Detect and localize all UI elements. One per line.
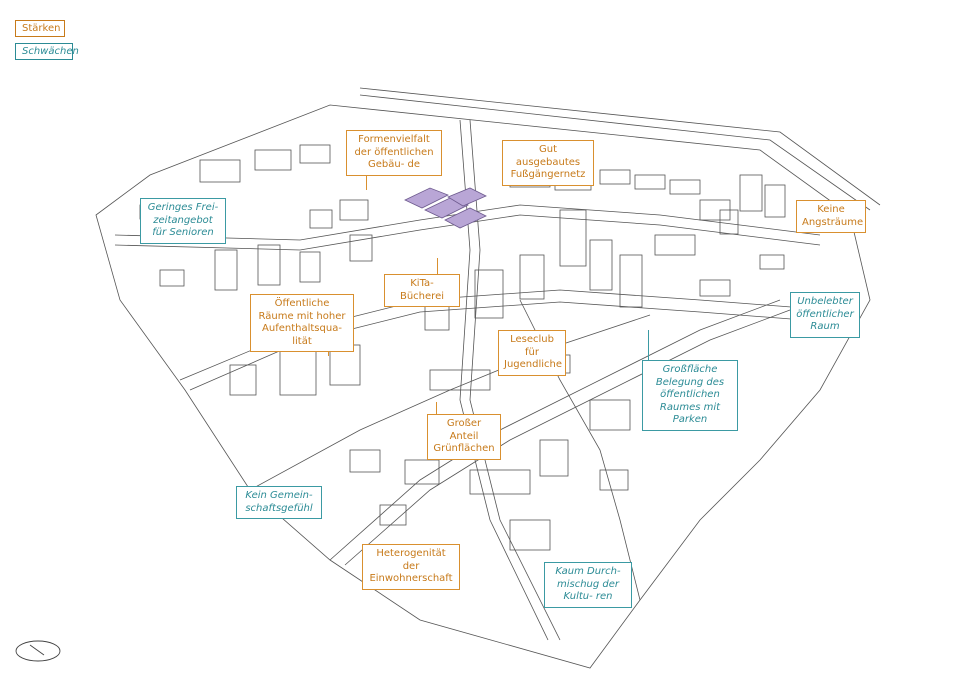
legend-weaknesses: Schwächen (15, 43, 79, 60)
label-strength-public-spaces: Öffentliche Räume mit hoher Aufenthaltsq… (250, 294, 354, 352)
leader-line (648, 330, 650, 360)
label-strength-kita-library: KiTa-Bücherei (384, 274, 460, 307)
north-arrow-icon (15, 640, 61, 662)
label-strength-reading-club: Leseclub für Jugendliche (498, 330, 566, 376)
label-strength-heterogeneity: Heterogenität der Einwohnerschaft (362, 544, 460, 590)
label-strength-green-spaces: Großer Anteil Grünflächen (427, 414, 501, 460)
highlighted-public-buildings (404, 187, 487, 229)
label-strength-no-fear-spaces: Keine Angsträume (796, 200, 866, 233)
label-strength-building-variety: Formenvielfalt der öffentlichen Gebäu- d… (346, 130, 442, 176)
legend-strengths: Stärken (15, 20, 65, 37)
label-weakness-parking: Großfläche Belegung des öffentlichen Rau… (642, 360, 738, 431)
label-weakness-lifeless-public-space: Unbelebter öffentlicher Raum (790, 292, 860, 338)
label-weakness-cultural-mixing: Kaum Durch- mischug der Kultu- ren (544, 562, 632, 608)
site-boundary (95, 104, 871, 669)
leader-line (366, 172, 368, 190)
label-strength-pedestrian-network: Gut ausgebautes Fußgängernetz (502, 140, 594, 186)
leader-line (436, 402, 438, 414)
label-weakness-senior-leisure: Geringes Frei- zeitangebot für Senioren (140, 198, 226, 244)
leader-line (437, 258, 439, 274)
label-weakness-community-feeling: Kein Gemein- schaftsgefühl (236, 486, 322, 519)
